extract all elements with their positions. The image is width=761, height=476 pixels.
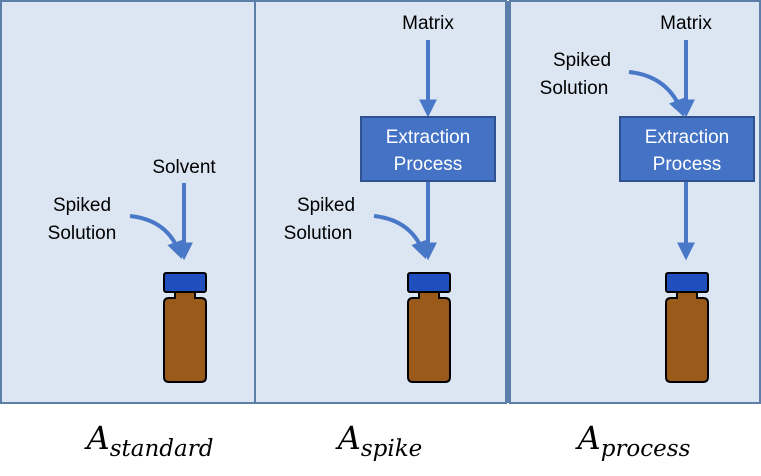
spiked-solution-label-line1: Spiked bbox=[553, 50, 611, 71]
panel-standard bbox=[0, 0, 256, 404]
caption-subscript: standard bbox=[110, 436, 214, 462]
caption-subscript: spike bbox=[361, 436, 422, 462]
vial-icon bbox=[665, 272, 709, 383]
spiked-solution-label-line1: Spiked bbox=[297, 195, 355, 216]
spiked-solution-label-line2: Solution bbox=[284, 223, 353, 244]
matrix-label: Matrix bbox=[402, 13, 454, 34]
caption-spike: Aspike bbox=[335, 419, 423, 462]
curved-arrow-icon bbox=[129, 214, 185, 260]
spiked-solution-label-line1: Spiked bbox=[53, 195, 111, 216]
extraction-box-line2: Process bbox=[394, 154, 463, 175]
extraction-process-box bbox=[360, 116, 496, 182]
curved-arrow-icon bbox=[628, 70, 686, 118]
extraction-box-line1: Extraction bbox=[645, 127, 729, 148]
extraction-box-line1: Extraction bbox=[386, 127, 470, 148]
curved-arrow-icon bbox=[373, 214, 429, 260]
caption-main-letter: A bbox=[84, 419, 110, 457]
panel-spike bbox=[254, 0, 507, 404]
spiked-solution-label-line2: Solution bbox=[48, 223, 117, 244]
caption-process: Aprocess bbox=[575, 419, 691, 462]
vial-icon bbox=[163, 272, 207, 383]
spiked-solution-label-line2: Solution bbox=[540, 78, 609, 99]
panel-process bbox=[509, 0, 761, 404]
extraction-process-box bbox=[619, 116, 755, 182]
caption-subscript: process bbox=[601, 436, 691, 462]
caption-main-letter: A bbox=[335, 419, 361, 457]
caption-main-letter: A bbox=[575, 419, 601, 457]
caption-standard: Astandard bbox=[84, 419, 214, 462]
extraction-box-line2: Process bbox=[653, 154, 722, 175]
solvent-label: Solvent bbox=[152, 157, 216, 178]
matrix-label: Matrix bbox=[660, 13, 712, 34]
vial-icon bbox=[407, 272, 451, 383]
